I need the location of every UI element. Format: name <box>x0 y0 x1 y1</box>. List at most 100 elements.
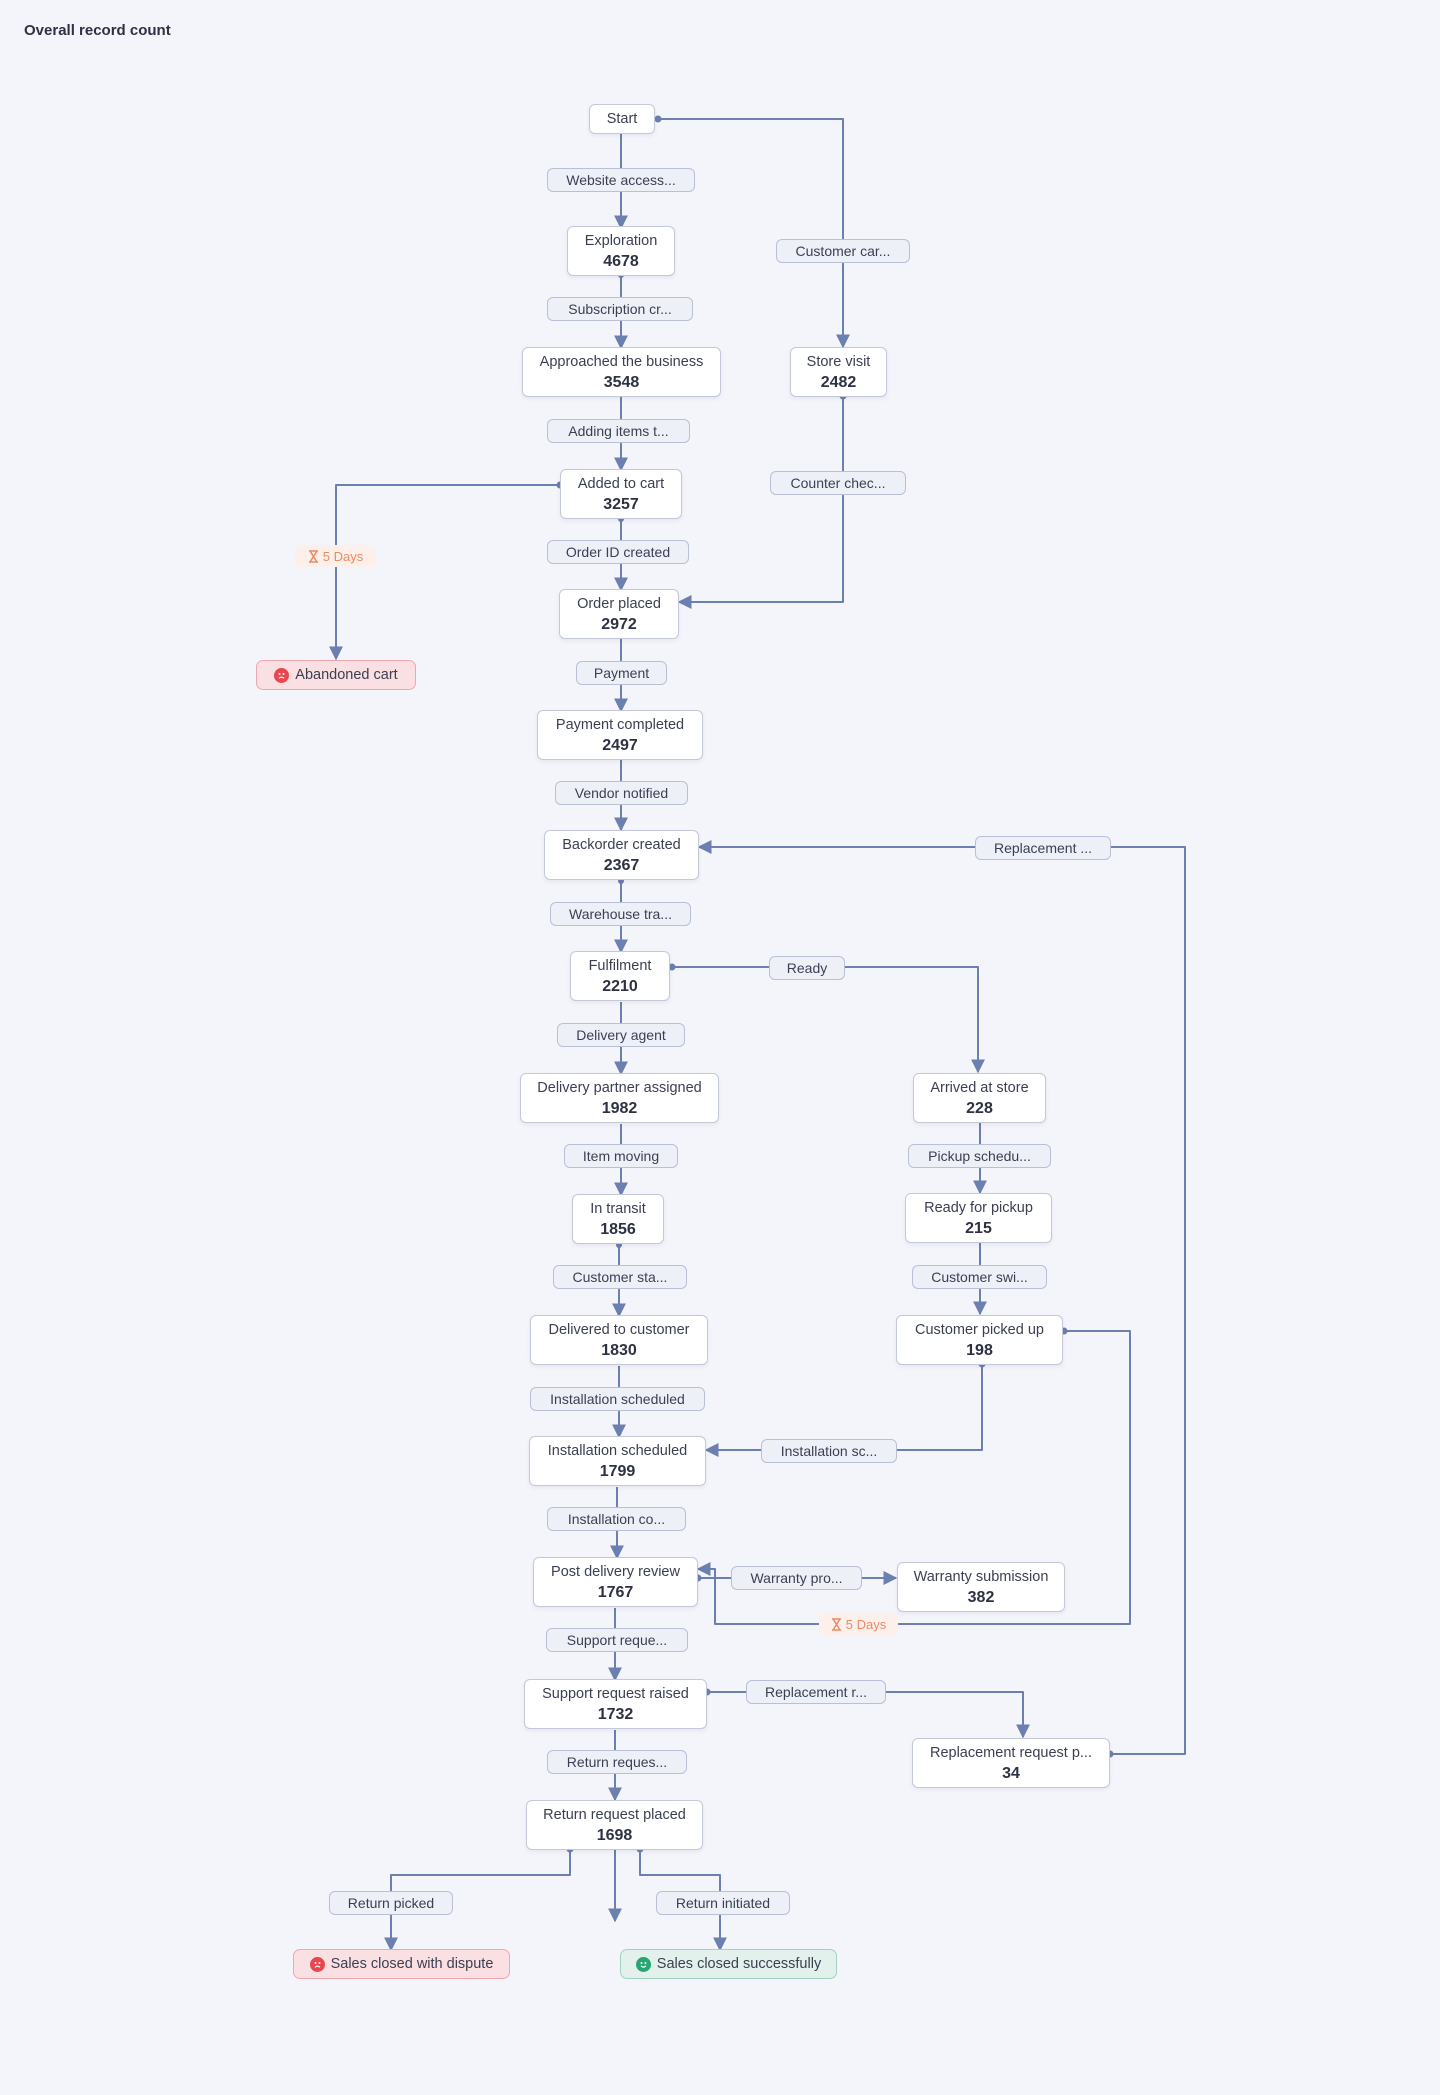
node-count: 2210 <box>602 978 638 995</box>
node-count: 3548 <box>603 374 640 391</box>
node-label: Added to cart <box>577 476 665 492</box>
timer-label: 5 Days <box>845 1616 887 1632</box>
node-count: 1982 <box>601 1100 638 1117</box>
sad-face-icon <box>309 1956 325 1972</box>
node-count: 198 <box>966 1342 993 1359</box>
node-arrived-at-store[interactable]: Arrived at store 228 <box>913 1073 1046 1123</box>
node-label: Payment completed <box>555 717 685 733</box>
node-label: In transit <box>590 1201 646 1217</box>
edge-pickup-schedule[interactable]: Pickup schedu... <box>908 1144 1051 1168</box>
node-return-request-placed[interactable]: Return request placed 1698 <box>526 1800 703 1850</box>
edge-customer-swi[interactable]: Customer swi... <box>912 1265 1047 1289</box>
node-warranty-submission[interactable]: Warranty submission 382 <box>897 1562 1065 1612</box>
edge-warehouse[interactable]: Warehouse tra... <box>550 902 691 926</box>
node-label: Store visit <box>806 354 871 370</box>
node-count: 2367 <box>603 857 640 874</box>
node-count: 34 <box>1002 1765 1020 1782</box>
node-label: Replacement request p... <box>929 1745 1092 1761</box>
node-label: Delivered to customer <box>548 1322 690 1338</box>
node-label: Ready for pickup <box>924 1200 1033 1216</box>
edge-website-access[interactable]: Website access... <box>547 168 695 192</box>
node-label: Customer picked up <box>915 1322 1044 1338</box>
terminal-label: Sales closed successfully <box>656 1956 822 1972</box>
node-count: 382 <box>967 1589 995 1606</box>
edge-return-picked[interactable]: Return picked <box>329 1891 453 1915</box>
edge-ready[interactable]: Ready <box>769 956 845 980</box>
edge-payment[interactable]: Payment <box>576 661 667 685</box>
node-label: Arrived at store <box>930 1080 1029 1096</box>
node-backorder-created[interactable]: Backorder created 2367 <box>544 830 699 880</box>
node-label: Approached the business <box>539 354 704 370</box>
node-start[interactable]: Start <box>589 104 655 134</box>
node-count: 228 <box>966 1100 993 1117</box>
node-customer-picked-up[interactable]: Customer picked up 198 <box>896 1315 1063 1365</box>
terminal-label: Sales closed with dispute <box>330 1956 494 1972</box>
edge-order-id-created[interactable]: Order ID created <box>547 540 689 564</box>
edge-replacement-loop[interactable]: Replacement ... <box>975 836 1111 860</box>
node-added-to-cart[interactable]: Added to cart 3257 <box>560 469 682 519</box>
timer-label: 5 Days <box>322 548 364 564</box>
page-title: Overall record count <box>24 22 171 39</box>
node-ready-for-pickup[interactable]: Ready for pickup 215 <box>905 1193 1052 1243</box>
edge-installation-scheduled[interactable]: Installation scheduled <box>530 1387 705 1411</box>
node-label: Installation scheduled <box>547 1443 688 1459</box>
terminal-abandoned-cart[interactable]: Abandoned cart <box>256 660 416 690</box>
node-replacement-request-placed[interactable]: Replacement request p... 34 <box>912 1738 1110 1788</box>
edge-installation-sc[interactable]: Installation sc... <box>761 1439 897 1463</box>
node-installation-scheduled[interactable]: Installation scheduled 1799 <box>529 1436 706 1486</box>
node-label: Post delivery review <box>551 1564 680 1580</box>
node-count: 3257 <box>603 496 639 513</box>
edge-counter-check[interactable]: Counter chec... <box>770 471 906 495</box>
edge-adding-items[interactable]: Adding items t... <box>547 419 690 443</box>
node-approached-business[interactable]: Approached the business 3548 <box>522 347 721 397</box>
timer-badge-warranty[interactable]: 5 Days <box>819 1613 898 1635</box>
edge-installation-co[interactable]: Installation co... <box>547 1507 686 1531</box>
node-count: 2497 <box>602 737 638 754</box>
node-count: 1767 <box>597 1584 634 1601</box>
node-start-label: Start <box>606 110 638 127</box>
node-count: 215 <box>965 1220 992 1237</box>
node-post-delivery-review[interactable]: Post delivery review 1767 <box>533 1557 698 1607</box>
terminal-label: Abandoned cart <box>295 667 398 683</box>
node-count: 1799 <box>599 1463 636 1480</box>
node-count: 1856 <box>600 1221 636 1238</box>
edge-warranty-pro[interactable]: Warranty pro... <box>731 1566 862 1590</box>
node-count: 4678 <box>603 253 639 270</box>
node-count: 1732 <box>597 1706 634 1723</box>
node-payment-completed[interactable]: Payment completed 2497 <box>537 710 703 760</box>
node-exploration[interactable]: Exploration 4678 <box>567 226 675 276</box>
node-order-placed[interactable]: Order placed 2972 <box>559 589 679 639</box>
node-label: Order placed <box>577 596 661 612</box>
node-count: 1830 <box>601 1342 637 1359</box>
terminal-closed-success[interactable]: Sales closed successfully <box>620 1949 837 1979</box>
terminal-closed-dispute[interactable]: Sales closed with dispute <box>293 1949 510 1979</box>
edge-item-moving[interactable]: Item moving <box>564 1144 678 1168</box>
node-count: 2972 <box>601 616 637 633</box>
node-fulfilment[interactable]: Fulfilment 2210 <box>570 951 670 1001</box>
edge-customer-sta[interactable]: Customer sta... <box>553 1265 687 1289</box>
node-store-visit[interactable]: Store visit 2482 <box>790 347 887 397</box>
hourglass-icon <box>831 1617 841 1631</box>
edge-delivery-agent[interactable]: Delivery agent <box>557 1023 685 1047</box>
edge-support-reque[interactable]: Support reque... <box>546 1628 688 1652</box>
node-label: Delivery partner assigned <box>537 1080 702 1096</box>
edge-vendor-notified[interactable]: Vendor notified <box>555 781 688 805</box>
edge-return-reques[interactable]: Return reques... <box>547 1750 687 1774</box>
edge-subscription[interactable]: Subscription cr... <box>547 297 693 321</box>
edge-customer-car[interactable]: Customer car... <box>776 239 910 263</box>
node-support-request-raised[interactable]: Support request raised 1732 <box>524 1679 707 1729</box>
node-in-transit[interactable]: In transit 1856 <box>572 1194 664 1244</box>
node-delivered-to-customer[interactable]: Delivered to customer 1830 <box>530 1315 708 1365</box>
node-label: Backorder created <box>562 837 681 853</box>
edge-replacement-r[interactable]: Replacement r... <box>746 1680 886 1704</box>
timer-badge-cart[interactable]: 5 Days <box>295 545 376 567</box>
node-count: 2482 <box>820 374 857 391</box>
edge-return-initiated[interactable]: Return initiated <box>656 1891 790 1915</box>
node-label: Warranty submission <box>913 1569 1049 1585</box>
node-label: Fulfilment <box>588 958 652 974</box>
node-label: Return request placed <box>543 1807 686 1823</box>
node-count: 1698 <box>596 1827 633 1844</box>
node-delivery-partner-assigned[interactable]: Delivery partner assigned 1982 <box>520 1073 719 1123</box>
